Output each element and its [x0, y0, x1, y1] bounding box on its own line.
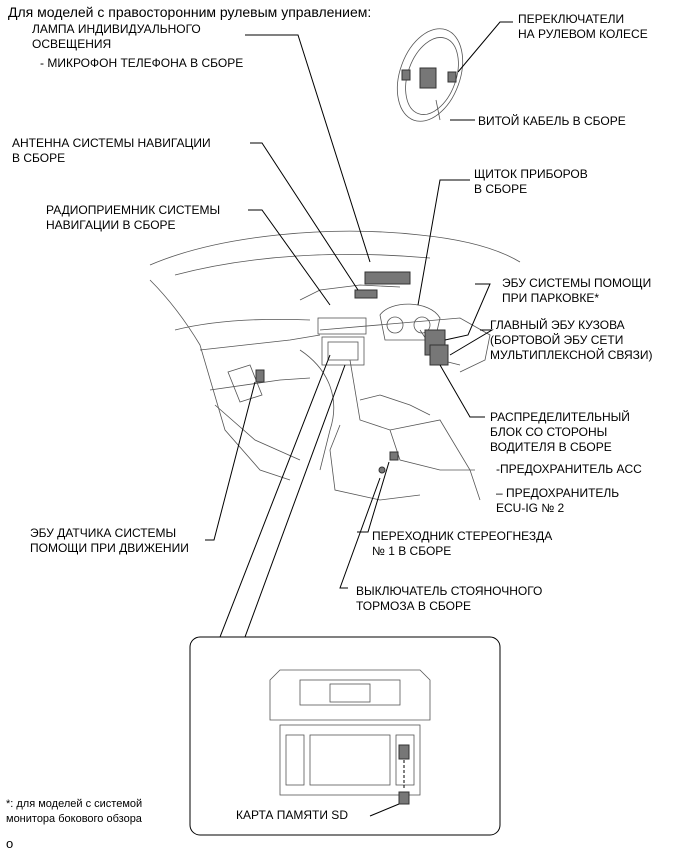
stereo-jack-label-line1: ПЕРЕХОДНИК СТЕРЕОГНЕЗДА	[372, 529, 553, 543]
antenna-label: АНТЕННА СИСТЕМЫ НАВИГАЦИИ В СБОРЕ	[12, 136, 211, 166]
antenna-label-line2: В СБОРЕ	[12, 151, 66, 165]
radio-label-line2: НАВИГАЦИИ В СБОРЕ	[46, 218, 176, 232]
footnote-line2: монитора бокового обзора	[6, 813, 142, 825]
junction-block-label-line1: РАСПРЕДЕЛИТЕЛЬНЫЙ	[490, 410, 630, 424]
body-ecu-label-line1: ГЛАВНЫЙ ЭБУ КУЗОВА	[490, 318, 625, 332]
body-ecu-label: ГЛАВНЫЙ ЭБУ КУЗОВА (БОРТОВОЙ ЭБУ СЕТИ МУ…	[490, 318, 653, 363]
junction-block-label-line3: ВОДИТЕЛЯ В СБОРЕ	[490, 440, 612, 454]
body-ecu-label-line3: МУЛЬТИПЛЕКСНОЙ СВЯЗИ)	[490, 348, 653, 362]
cluster-label-line1: ЩИТОК ПРИБОРОВ	[474, 167, 588, 181]
junction-block-label: РАСПРЕДЕЛИТЕЛЬНЫЙ БЛОК СО СТОРОНЫ ВОДИТЕ…	[490, 410, 630, 455]
parking-ecu-label: ЭБУ СИСТЕМЫ ПОМОЩИ ПРИ ПАРКОВКЕ*	[502, 276, 651, 306]
parking-brake-label-line1: ВЫКЛЮЧАТЕЛЬ СТОЯНОЧНОГО	[356, 584, 543, 598]
lamp-label-line1: ЛАМПА ИНДИВИДУАЛЬНОГО	[32, 22, 201, 36]
fuse-ecu-label-line1: – ПРЕДОХРАНИТЕЛЬ	[496, 486, 620, 500]
leader-lines	[205, 21, 513, 817]
parking-brake-label: ВЫКЛЮЧАТЕЛЬ СТОЯНОЧНОГО ТОРМОЗА В СБОРЕ	[356, 584, 542, 614]
sd-card-label: КАРТА ПАМЯТИ SD	[236, 808, 348, 822]
lamp-label: ЛАМПА ИНДИВИДУАЛЬНОГО ОСВЕЩЕНИЯ	[32, 22, 201, 52]
radio-label: РАДИОПРИЕМНИК СИСТЕМЫ НАВИГАЦИИ В СБОРЕ	[46, 203, 220, 233]
stereo-jack-label-line2: № 1 В СБОРЕ	[372, 544, 452, 558]
stereo-jack-label: ПЕРЕХОДНИК СТЕРЕОГНЕЗДА № 1 В СБОРЕ	[372, 529, 552, 559]
sensor-ecu-label: ЭБУ ДАТЧИКА СИСТЕМЫ ПОМОЩИ ПРИ ДВИЖЕНИИ	[30, 526, 189, 556]
parking-ecu-label-line2: ПРИ ПАРКОВКЕ*	[502, 291, 600, 305]
head-unit-detail-drawing	[269, 669, 431, 805]
cluster-label: ЩИТОК ПРИБОРОВ В СБОРЕ	[474, 167, 588, 197]
dashboard-drawing	[149, 230, 521, 501]
parking-brake-label-line2: ТОРМОЗА В СБОРЕ	[356, 599, 471, 613]
steering-switch-label-line1: ПЕРЕКЛЮЧАТЕЛИ	[518, 12, 625, 26]
sensor-ecu-label-line2: ПОМОЩИ ПРИ ДВИЖЕНИИ	[30, 541, 189, 555]
footnote: *: для моделей с системой монитора боков…	[6, 797, 142, 827]
steering-wheel-drawing	[396, 28, 464, 122]
corner-mark: o	[6, 836, 14, 851]
spiral-cable-label: ВИТОЙ КАБЕЛЬ В СБОРЕ	[478, 114, 626, 128]
sensor-ecu-label-line1: ЭБУ ДАТЧИКА СИСТЕМЫ	[30, 526, 177, 540]
page-title: Для моделей с правосторонним рулевым упр…	[8, 4, 372, 20]
mic-label: - МИКРОФОН ТЕЛЕФОНА В СБОРЕ	[40, 56, 244, 70]
steering-switch-label: ПЕРЕКЛЮЧАТЕЛИ НА РУЛЕВОМ КОЛЕСЕ	[518, 12, 648, 42]
lamp-label-line2: ОСВЕЩЕНИЯ	[32, 37, 112, 51]
fuse-acc-label: -ПРЕДОХРАНИТЕЛЬ ACC	[496, 462, 642, 476]
fuse-ecu-label-line2: ECU-IG № 2	[496, 501, 565, 515]
radio-label-line1: РАДИОПРИЕМНИК СИСТЕМЫ	[46, 203, 221, 217]
body-ecu-label-line2: (БОРТОВОЙ ЭБУ СЕТИ	[490, 333, 624, 347]
cluster-label-line2: В СБОРЕ	[474, 182, 528, 196]
antenna-label-line1: АНТЕННА СИСТЕМЫ НАВИГАЦИИ	[12, 136, 211, 150]
fuse-ecu-label: – ПРЕДОХРАНИТЕЛЬ ECU-IG № 2	[496, 486, 619, 516]
footnote-line1: *: для моделей с системой	[6, 798, 143, 810]
inset-frame	[189, 636, 501, 836]
steering-switch-label-line2: НА РУЛЕВОМ КОЛЕСЕ	[518, 27, 648, 41]
junction-block-label-line2: БЛОК СО СТОРОНЫ	[490, 425, 608, 439]
parking-ecu-label-line1: ЭБУ СИСТЕМЫ ПОМОЩИ	[502, 276, 652, 290]
